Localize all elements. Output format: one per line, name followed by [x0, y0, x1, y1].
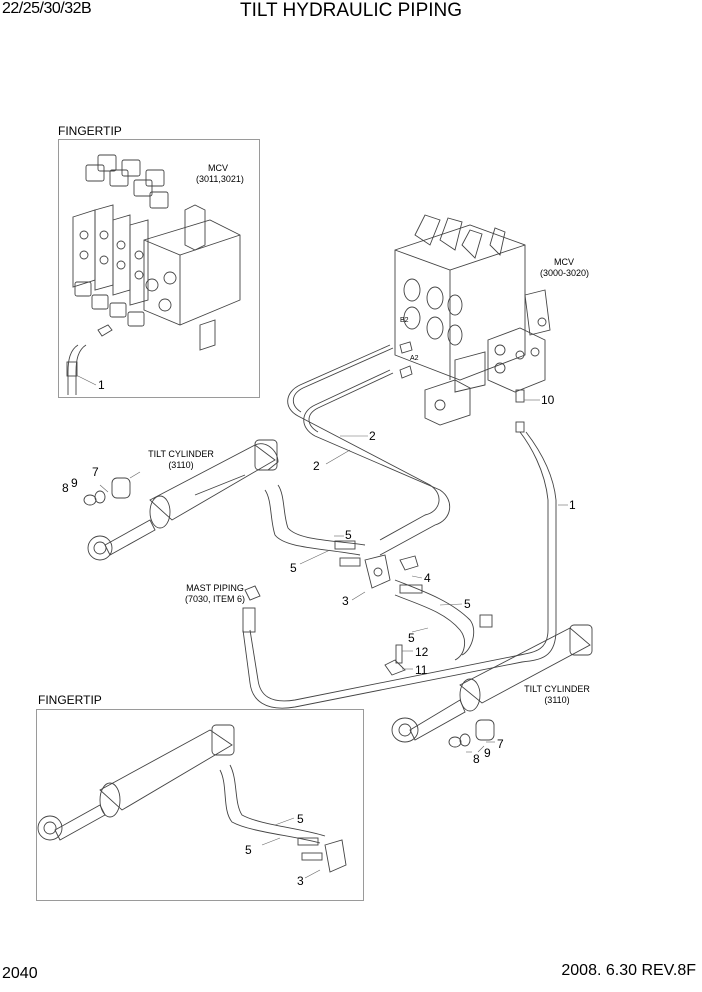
callout-3: 3 [342, 594, 349, 608]
mcv-fingertip-illustration [66, 154, 241, 395]
callout-4: 4 [424, 571, 431, 585]
tilt-cylinder-right-line2: (3110) [544, 695, 570, 705]
page-number: 2040 [2, 965, 38, 982]
mcv-main-label: MCV (3000-3020) [540, 257, 590, 279]
callout-2a: 2 [369, 429, 376, 443]
hose-2-pair [287, 344, 450, 556]
inset-bottom-frame [36, 709, 364, 901]
callout-1-inset: 1 [98, 378, 105, 392]
tilt-cylinder-left-label: TILT CYLINDER (3110) [136, 449, 226, 471]
callout-5b: 5 [290, 561, 297, 575]
mcv-main-illustration [394, 214, 551, 433]
mast-piping-line2: (7030, ITEM 6) [184, 594, 246, 604]
mcv-label-line1: MCV [208, 163, 228, 173]
callout-1: 1 [569, 498, 576, 512]
hose-1 [242, 431, 557, 709]
clamp-11-12 [384, 644, 406, 676]
tee-fitting-3 [364, 554, 419, 589]
hose-5-right [394, 579, 493, 661]
model-number: 22/25/30/32B [2, 0, 92, 17]
tilt-cylinder-right-line1: TILT CYLINDER [524, 684, 590, 694]
callout-5a: 5 [345, 528, 352, 542]
callout-10: 10 [541, 393, 555, 407]
tilt-cylinder-right [391, 624, 593, 748]
mcv-label-line2: (3011,3021) [196, 174, 244, 184]
callout-5-inset-b: 5 [245, 843, 252, 857]
callout-5d: 5 [408, 631, 415, 645]
callout-5c: 5 [464, 597, 471, 611]
inset-bottom-title: FINGERTIP [38, 693, 102, 707]
callout-5-inset-a: 5 [297, 812, 304, 826]
callout-9-right: 9 [484, 746, 491, 760]
callout-11: 11 [415, 663, 428, 677]
fingertip-cylinder-illustration [37, 724, 347, 873]
tilt-cylinder-left [83, 439, 279, 561]
mast-piping-line1: MAST PIPING [186, 583, 244, 593]
mast-piping-label: MAST PIPING (7030, ITEM 6) [180, 583, 250, 605]
tilt-cylinder-left-line1: TILT CYLINDER [148, 449, 214, 459]
inset-top-frame [58, 139, 260, 398]
inset-top-title: FINGERTIP [58, 124, 122, 138]
tilt-cylinder-left-line2: (3110) [168, 460, 194, 470]
port-label-a2: A2 [410, 355, 419, 362]
callout-3-inset: 3 [297, 874, 304, 888]
callout-7-left: 7 [92, 465, 99, 479]
mcv-main-label-line2: (3000-3020) [540, 268, 590, 278]
tilt-cylinder-right-label: TILT CYLINDER (3110) [515, 684, 599, 706]
revision-date: 2008. 6.30 REV.8F [561, 962, 696, 979]
callout-12: 12 [415, 645, 429, 659]
page-title: TILT HYDRAULIC PIPING [239, 0, 463, 21]
callout-7-right: 7 [497, 737, 504, 751]
callout-9-left: 9 [71, 476, 78, 490]
mcv-main-label-line1: MCV [554, 257, 574, 267]
hose-5-left [264, 484, 366, 567]
callout-8-left: 8 [62, 481, 69, 495]
callout-2b: 2 [313, 459, 320, 473]
callout-8-right: 8 [473, 752, 480, 766]
port-label-b2: B2 [400, 317, 409, 324]
mcv-fingertip-label: MCV (3011,3021) [196, 163, 244, 185]
